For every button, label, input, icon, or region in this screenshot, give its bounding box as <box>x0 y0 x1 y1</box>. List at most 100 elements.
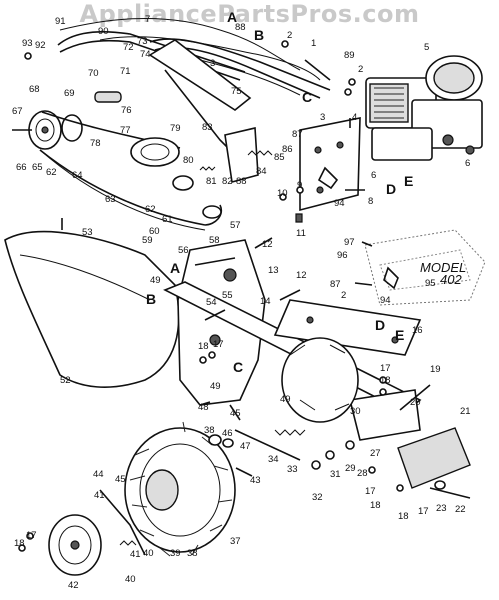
bolt-87b <box>354 282 373 286</box>
callout-70: 70 <box>88 68 99 79</box>
model-label: MODEL <box>420 260 466 275</box>
callout-94a: 94 <box>334 198 345 209</box>
callout-54: 54 <box>206 297 217 308</box>
callout-1: 1 <box>311 38 316 49</box>
bolt-12a <box>254 237 273 249</box>
callout-23: 23 <box>436 503 447 514</box>
callout-20: 20 <box>410 397 421 408</box>
callout-46: 46 <box>222 428 233 439</box>
callout-17e: 17 <box>26 530 37 541</box>
callout-87b: 87 <box>330 279 341 290</box>
nut-18e <box>18 544 26 552</box>
callout-43: 43 <box>250 475 261 486</box>
nut-17d <box>396 484 404 492</box>
callout-40b: 40 <box>125 574 136 585</box>
rod-56 <box>194 257 236 266</box>
callout-47: 47 <box>240 441 251 452</box>
ref-letter-D-mid: D <box>375 317 385 333</box>
callout-49c: 49 <box>280 394 291 405</box>
hitch-21 <box>397 427 471 489</box>
tine-assembly <box>281 337 359 423</box>
callout-63: 63 <box>105 194 116 205</box>
callout-16: 16 <box>412 325 423 336</box>
bolt-48 <box>199 401 211 406</box>
pin-54 <box>204 309 226 321</box>
callout-52: 52 <box>60 375 71 386</box>
callout-18c: 18 <box>370 500 381 511</box>
callout-76: 76 <box>121 105 132 116</box>
callout-73: 73 <box>137 36 148 47</box>
nut-9 <box>296 186 304 194</box>
ref-letter-B-mid: B <box>146 291 156 307</box>
callout-87a: 87 <box>292 129 303 140</box>
callout-18a: 18 <box>198 341 209 352</box>
callout-40a: 40 <box>143 548 154 559</box>
nut-10 <box>279 193 287 201</box>
pulley-68 <box>28 110 62 150</box>
callout-44: 44 <box>93 469 104 480</box>
callout-8: 8 <box>368 196 373 207</box>
wheel-tire <box>124 427 236 553</box>
nut-2b <box>348 78 356 86</box>
callout-94b: 94 <box>380 295 391 306</box>
washer-46 <box>222 438 234 448</box>
nut-32 <box>311 460 321 470</box>
clip-94a <box>317 166 339 190</box>
callout-21: 21 <box>460 406 471 417</box>
callout-68: 68 <box>29 84 40 95</box>
ref-letter-C-top: C <box>302 89 312 105</box>
nut-17a <box>208 351 216 359</box>
callout-93: 93 <box>22 38 33 49</box>
nut-17b <box>379 376 387 384</box>
callout-67: 67 <box>12 106 23 117</box>
callout-31: 31 <box>330 469 341 480</box>
ref-letter-A-mid: A <box>170 260 180 276</box>
cable-3 <box>199 59 301 96</box>
callout-9: 9 <box>297 180 302 191</box>
callout-88b: 88 <box>236 176 247 187</box>
callout-83: 83 <box>202 122 213 133</box>
callout-78: 78 <box>90 138 101 149</box>
control-cable <box>59 18 301 71</box>
callout-5: 5 <box>424 42 429 53</box>
callout-48: 48 <box>198 402 209 413</box>
callout-89: 89 <box>344 50 355 61</box>
callout-72: 72 <box>123 42 134 53</box>
nut-93 <box>24 52 32 60</box>
callout-55: 55 <box>222 290 233 301</box>
callout-56: 56 <box>178 245 189 256</box>
callout-58: 58 <box>209 235 220 246</box>
callout-30: 30 <box>350 406 361 417</box>
callout-42: 42 <box>68 580 79 591</box>
ref-letter-E-mid: E <box>395 327 404 343</box>
callout-33: 33 <box>287 464 298 475</box>
ref-letter-E-top: E <box>404 173 413 189</box>
pulley-80 <box>130 137 180 167</box>
callout-3a: 3 <box>210 58 215 69</box>
callout-17b: 17 <box>380 363 391 374</box>
bolt-22 <box>429 487 471 499</box>
callout-6a: 6 <box>371 170 376 181</box>
callout-88: 88 <box>235 22 246 33</box>
axle-34 <box>234 429 301 461</box>
engine-mount-plate <box>299 117 361 212</box>
callout-41b: 41 <box>130 549 141 560</box>
callout-22: 22 <box>455 504 466 515</box>
callout-65: 65 <box>32 162 43 173</box>
callout-57: 57 <box>230 220 241 231</box>
callout-74: 74 <box>140 49 151 60</box>
callout-14: 14 <box>260 296 271 307</box>
washer-38 <box>208 434 222 446</box>
callout-80: 80 <box>183 155 194 166</box>
bracket-84 <box>224 127 259 184</box>
ref-letter-B-top: B <box>254 27 264 43</box>
callout-62b: 62 <box>145 204 156 215</box>
bolt-11 <box>295 213 303 223</box>
nut-29 <box>345 440 355 450</box>
washer-23 <box>434 480 446 490</box>
bolt-45 <box>229 404 241 421</box>
callout-18d: 18 <box>398 511 409 522</box>
callout-6b: 6 <box>465 158 470 169</box>
nut-18a <box>199 356 207 364</box>
callout-3b: 3 <box>320 112 325 123</box>
